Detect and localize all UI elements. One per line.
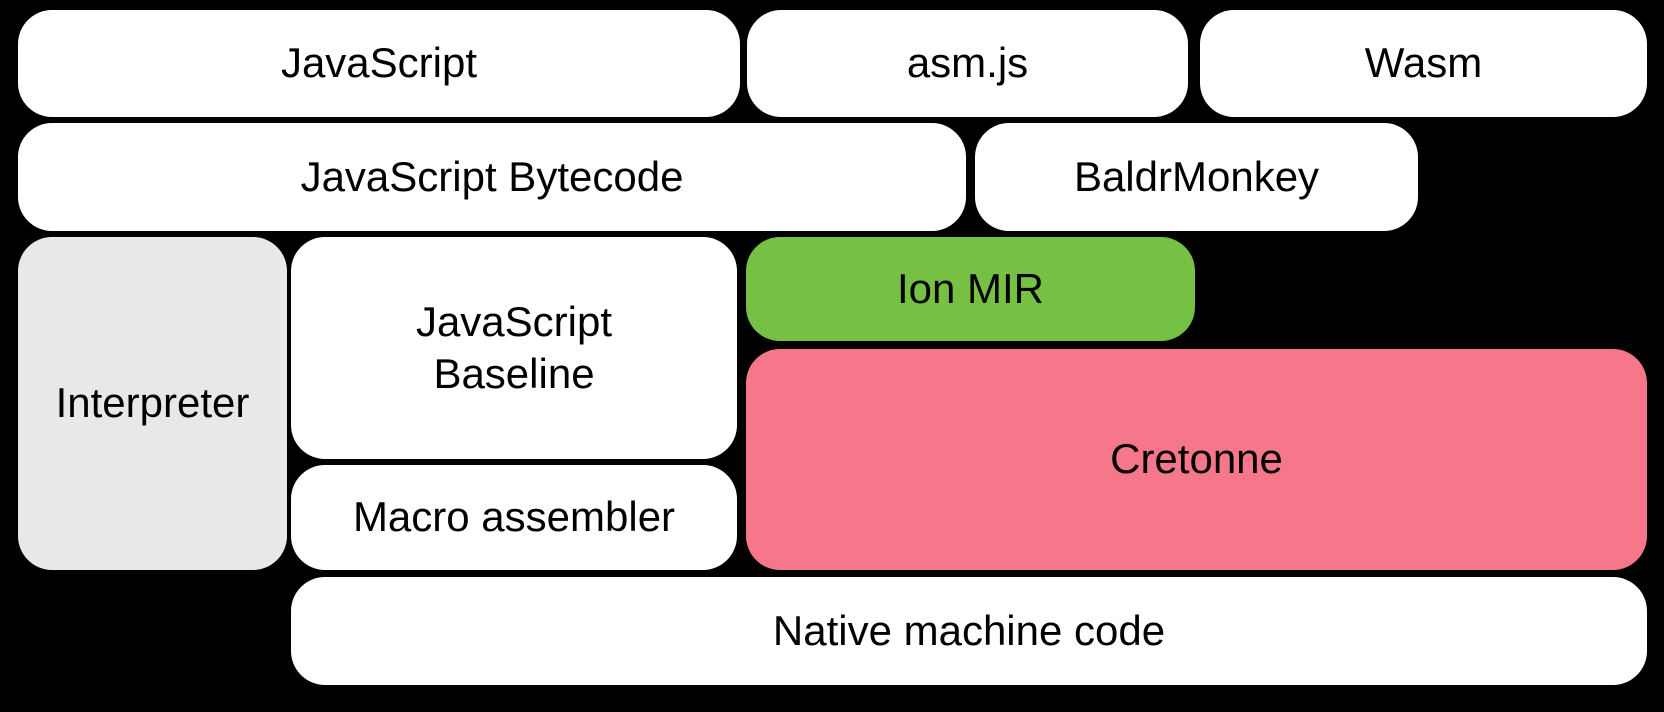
node-macro-assembler: Macro assembler xyxy=(291,465,737,570)
node-native-machine-code-label: Native machine code xyxy=(772,606,1166,654)
node-interpreter: Interpreter xyxy=(18,237,287,570)
node-javascript-baseline-label: JavaScript Baseline xyxy=(415,297,613,398)
node-javascript-label: JavaScript xyxy=(280,39,478,87)
node-ion-mir: Ion MIR xyxy=(746,237,1195,341)
node-cretonne: Cretonne xyxy=(746,349,1647,570)
node-asmjs-label: asm.js xyxy=(906,39,1029,87)
node-ion-mir-label: Ion MIR xyxy=(896,264,1045,312)
node-javascript-bytecode: JavaScript Bytecode xyxy=(18,123,966,231)
node-interpreter-label: Interpreter xyxy=(55,379,250,427)
node-native-machine-code: Native machine code xyxy=(291,577,1647,685)
node-javascript-baseline: JavaScript Baseline xyxy=(291,237,737,459)
node-javascript-bytecode-label: JavaScript Bytecode xyxy=(300,152,684,200)
node-baldrmonkey: BaldrMonkey xyxy=(975,123,1418,231)
node-asmjs: asm.js xyxy=(747,10,1188,117)
node-macro-assembler-label: Macro assembler xyxy=(352,493,676,541)
node-cretonne-label: Cretonne xyxy=(1110,435,1283,483)
node-wasm-label: Wasm xyxy=(1364,39,1483,87)
node-baldrmonkey-label: BaldrMonkey xyxy=(1073,152,1320,200)
node-wasm: Wasm xyxy=(1200,10,1647,117)
node-javascript: JavaScript xyxy=(18,10,740,117)
